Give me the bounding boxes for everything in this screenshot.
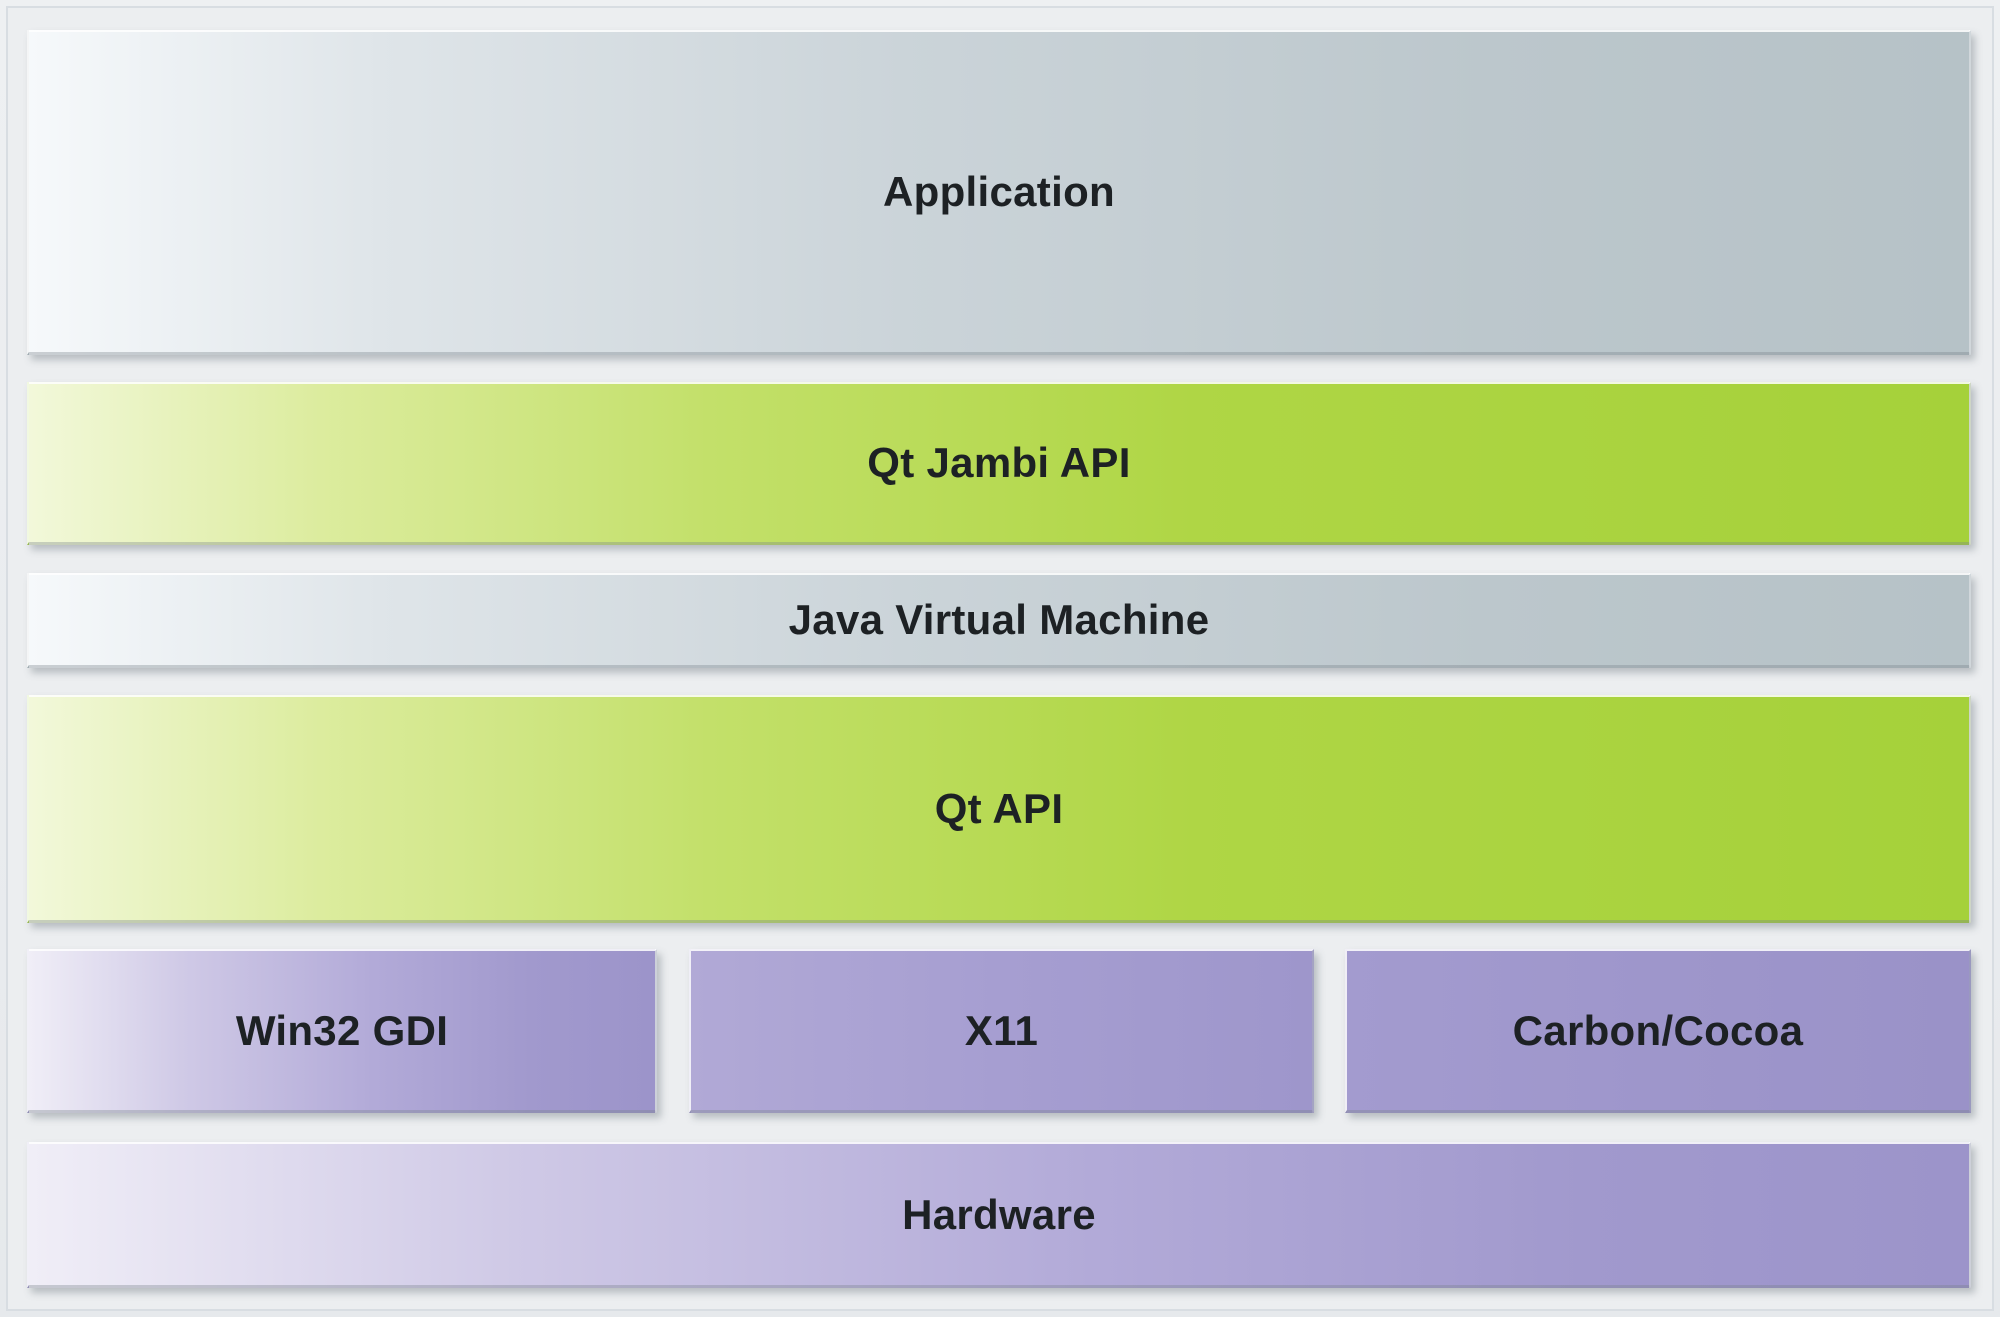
layer-carbon-cocoa: Carbon/Cocoa: [1345, 949, 1971, 1113]
layer-carbon-cocoa-label: Carbon/Cocoa: [1512, 1006, 1804, 1054]
layer-win32-gdi: Win32 GDI: [27, 949, 657, 1113]
layer-qt-jambi-api-label: Qt Jambi API: [867, 439, 1131, 486]
layer-java-virtual-machine: Java Virtual Machine: [27, 573, 1971, 668]
layer-qt-api-label: Qt API: [934, 784, 1064, 832]
layer-hardware-label: Hardware: [902, 1190, 1096, 1238]
layer-application-label: Application: [883, 168, 1115, 215]
layer-application: Application: [27, 30, 1971, 355]
layer-hardware: Hardware: [27, 1142, 1971, 1288]
layer-win32-gdi-label: Win32 GDI: [235, 1006, 449, 1054]
layer-qt-api: Qt API: [27, 695, 1971, 923]
layer-x11: X11: [689, 949, 1314, 1113]
layer-x11-label: X11: [964, 1006, 1039, 1054]
layer-qt-jambi-api: Qt Jambi API: [27, 382, 1971, 545]
layer-java-virtual-machine-label: Java Virtual Machine: [788, 596, 1210, 643]
